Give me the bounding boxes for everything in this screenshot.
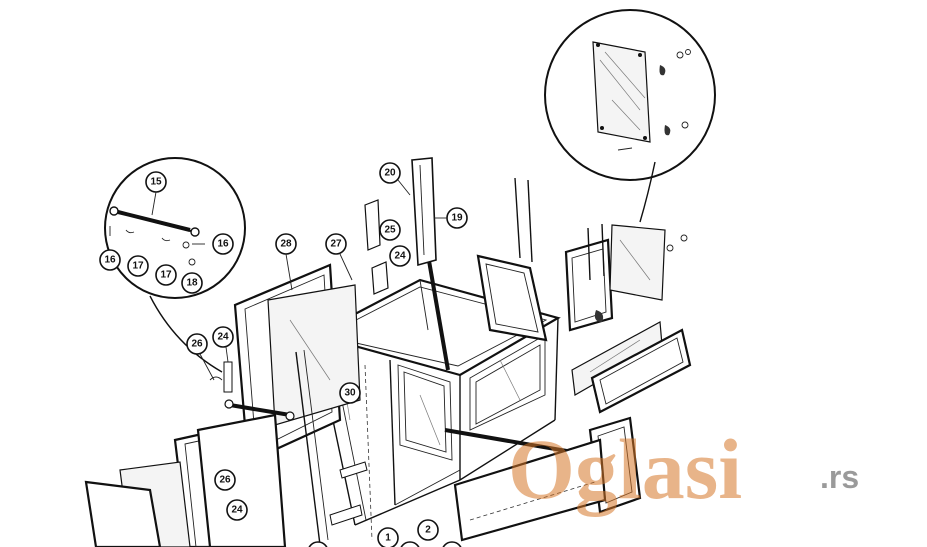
svg-text:24: 24 — [217, 332, 229, 343]
svg-text:28: 28 — [280, 239, 292, 250]
svg-text:2: 2 — [425, 525, 431, 536]
callout-24: 24 — [389, 245, 411, 267]
callout-17: 17 — [155, 264, 177, 286]
svg-text:30: 30 — [344, 388, 356, 399]
callout-30: 30 — [339, 382, 361, 404]
callout-26: 26 — [214, 469, 236, 491]
svg-text:18: 18 — [186, 278, 198, 289]
callout-partial — [442, 541, 462, 547]
svg-text:26: 26 — [191, 339, 203, 350]
detail-circle-window — [544, 9, 716, 223]
svg-text:16: 16 — [217, 239, 229, 250]
callout-15: 15 — [145, 171, 167, 216]
rear-pillar — [364, 157, 437, 295]
watermark-suffix: .rs — [820, 459, 859, 495]
svg-text:25: 25 — [384, 225, 396, 236]
callout-17: 17 — [127, 255, 149, 277]
svg-text:24: 24 — [394, 251, 406, 262]
watermark-brand: Oglasi — [508, 421, 742, 517]
lower-panel — [329, 438, 607, 542]
svg-text:1: 1 — [385, 533, 391, 544]
svg-text:19: 19 — [451, 213, 463, 224]
svg-text:20: 20 — [384, 168, 396, 179]
svg-text:17: 17 — [160, 270, 172, 281]
callout-16: 16 — [99, 249, 121, 271]
callout-19: 19 — [434, 207, 468, 229]
callout-20: 20 — [379, 162, 411, 196]
callout-26: 26 — [186, 333, 215, 381]
svg-text:24: 24 — [231, 505, 243, 516]
callout-18: 18 — [181, 272, 203, 294]
callout-2: 2 — [417, 519, 439, 541]
callout-1: 1 — [377, 527, 399, 547]
watermark-logo: Oglasi .rs — [508, 421, 859, 517]
svg-text:27: 27 — [330, 239, 342, 250]
callout-partial — [400, 541, 420, 547]
callout-25: 25 — [379, 219, 401, 241]
callout-24: 24 — [212, 326, 234, 363]
svg-text:16: 16 — [104, 255, 116, 266]
svg-text:26: 26 — [219, 475, 231, 486]
svg-text:17: 17 — [132, 261, 144, 272]
svg-text:15: 15 — [150, 177, 162, 188]
callout-27: 27 — [325, 233, 353, 281]
callout-partial — [308, 541, 328, 547]
callout-16: 16 — [212, 233, 234, 255]
callout-24: 24 — [226, 499, 248, 521]
callout-28: 28 — [275, 233, 297, 291]
